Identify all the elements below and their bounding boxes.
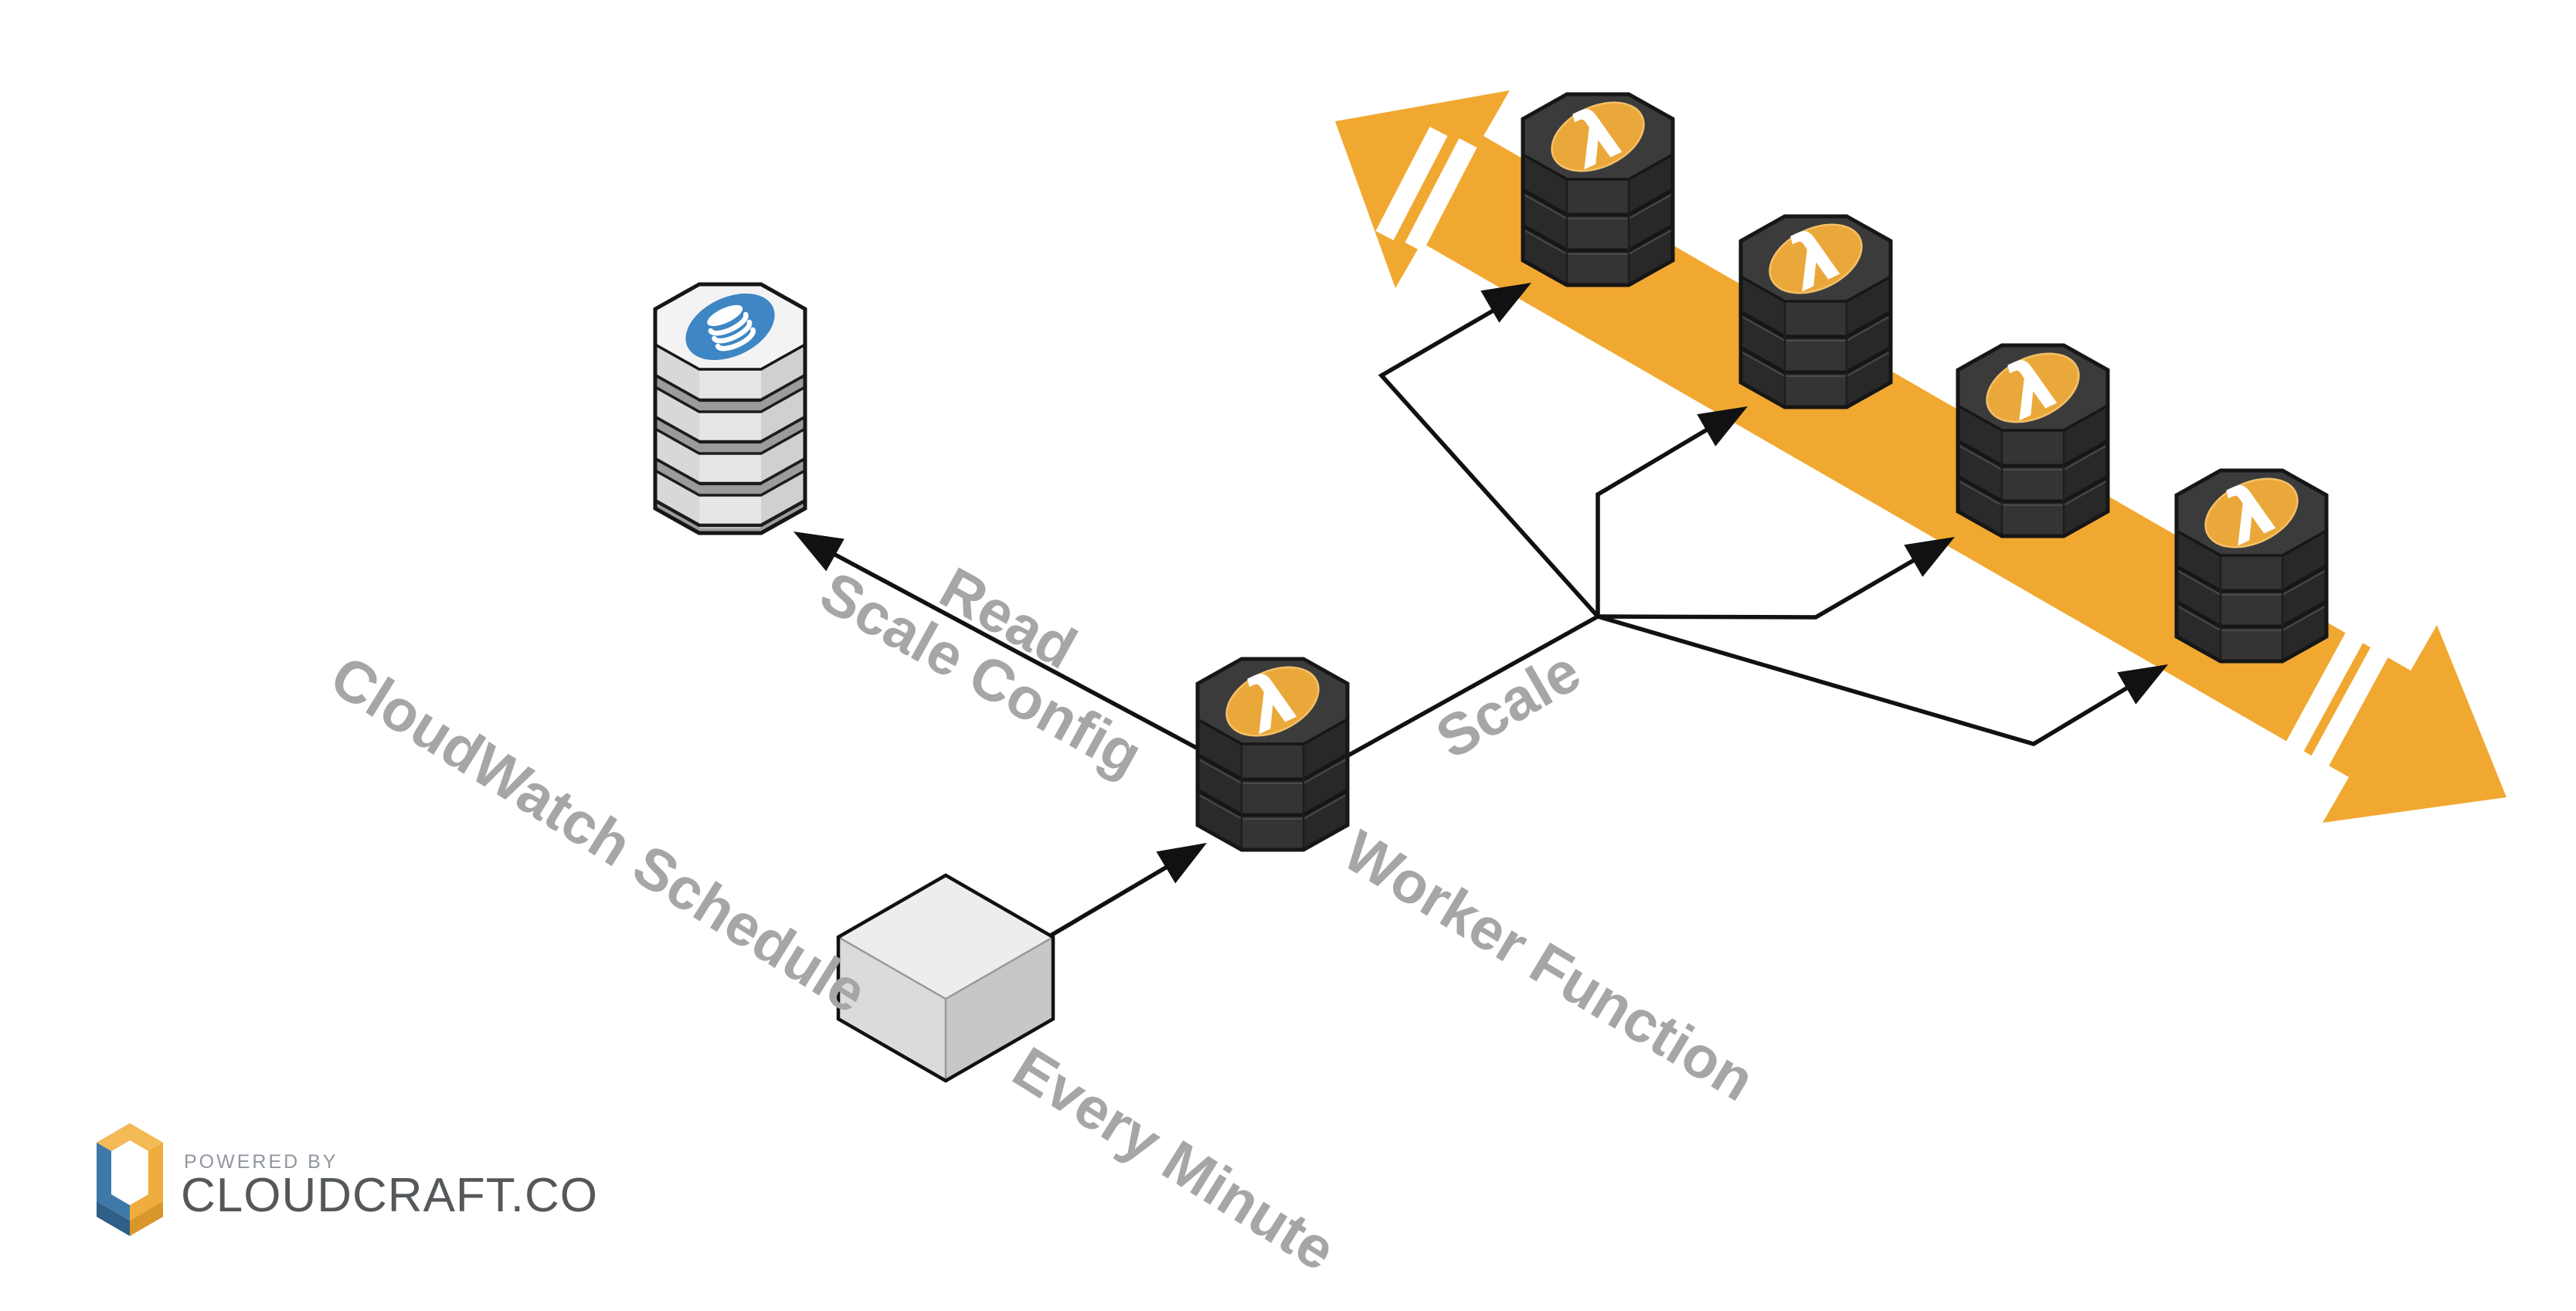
arrow-every-minute xyxy=(1048,858,1179,939)
cloudcraft-logo-icon xyxy=(97,1123,163,1236)
label-cloudwatch-schedule: CloudWatch Schedule xyxy=(319,644,878,1027)
arrowhead-to-worker xyxy=(1156,827,1217,884)
autoscaling-flow-band xyxy=(1335,90,2506,823)
band-arrowhead-right xyxy=(2323,625,2506,823)
cloudcraft-site-text: CLOUDCRAFT.CO xyxy=(181,1169,598,1222)
dynamodb-stack xyxy=(655,280,805,533)
label-every-minute: Every Minute xyxy=(1002,1034,1347,1284)
band-body xyxy=(1422,136,2411,777)
scaled-lambda-stack-4 xyxy=(2177,454,2326,661)
cloudcraft-branding: POWERED BY CLOUDCRAFT.CO xyxy=(97,1123,598,1236)
powered-by-text: POWERED BY xyxy=(184,1151,338,1173)
scale-branch-2 xyxy=(1596,421,1719,616)
label-scale: Scale xyxy=(1426,638,1592,772)
arrow-read-scale-config xyxy=(822,546,1204,753)
scale-branch-3 xyxy=(1597,552,1926,620)
scale-branch-1 xyxy=(1378,304,1600,618)
scaled-lambda-stack-3 xyxy=(1958,329,2108,536)
scaled-lambda-stack-2 xyxy=(1741,200,1891,407)
band-break-marks xyxy=(1375,127,2397,770)
band-arrowhead-left xyxy=(1335,90,1510,288)
scale-trunk-line xyxy=(1344,614,1599,759)
scale-branch-4 xyxy=(1597,614,2139,746)
worker-lambda-stack xyxy=(1198,643,1347,850)
label-worker-function: Worker Function xyxy=(1333,818,1765,1114)
scaled-lambda-stack-1 xyxy=(1523,78,1673,285)
arrowhead-to-dynamodb xyxy=(784,515,845,572)
connections xyxy=(784,267,2177,939)
